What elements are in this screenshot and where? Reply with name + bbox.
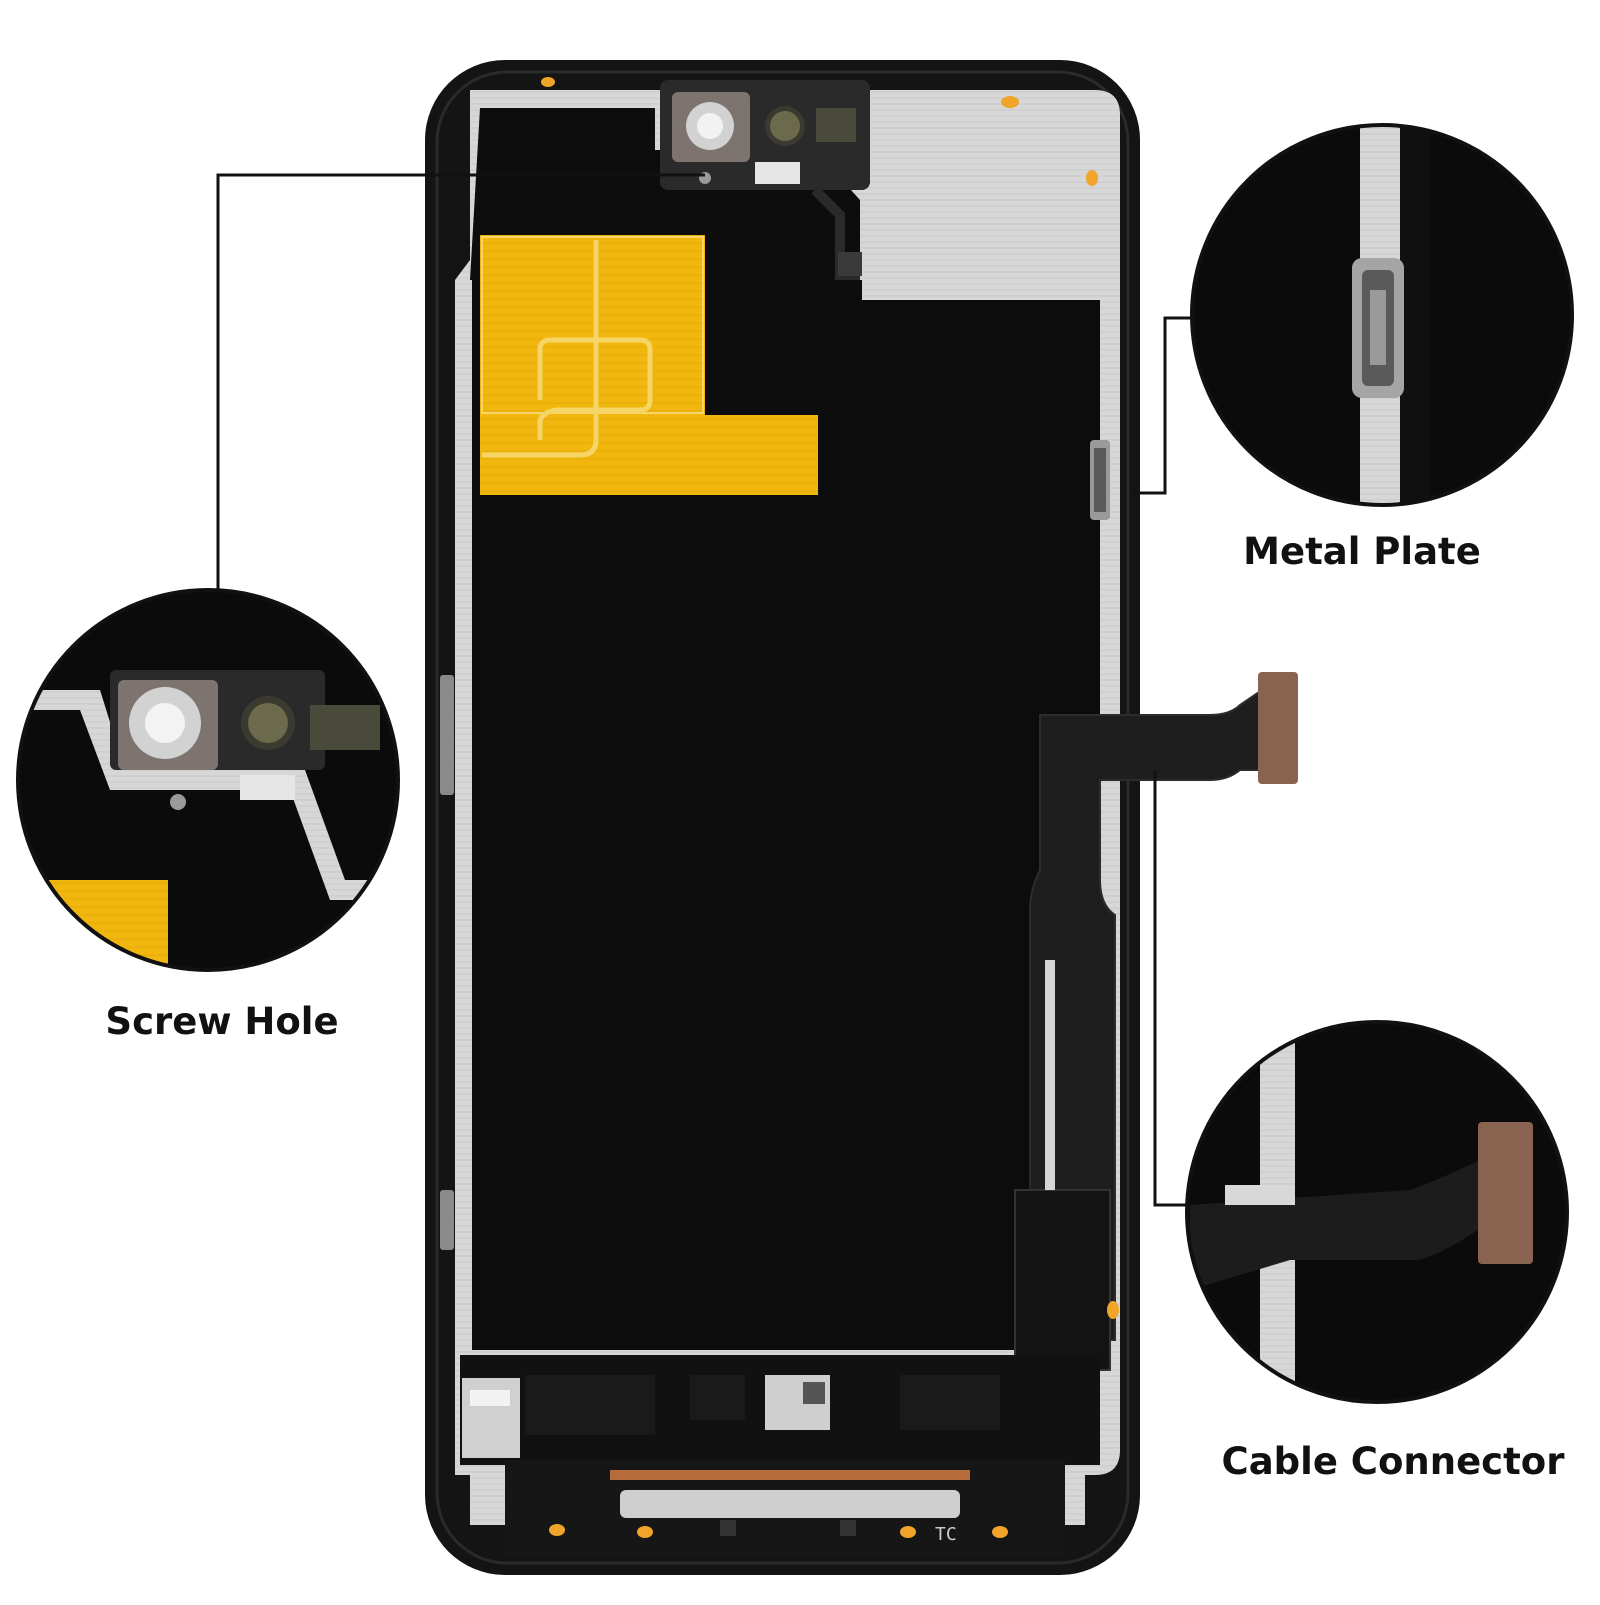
- cable-connector-tip: [1258, 672, 1298, 784]
- display-assembly: TC: [425, 60, 1298, 1575]
- cable-connector-label: Cable Connector: [1221, 1440, 1565, 1483]
- orange-markers: [541, 77, 1119, 1538]
- screw-hole-leader: [216, 173, 705, 590]
- cable-connector-leader: [1153, 770, 1187, 1207]
- metal-plate-zoom: [1190, 123, 1574, 507]
- cable-connector-zoom: [1185, 1020, 1569, 1404]
- camera-bracket: [660, 80, 870, 280]
- board-marking-text: TC: [935, 1524, 957, 1545]
- screw-hole-label: Screw Hole: [105, 1000, 339, 1043]
- metal-plate-leader: [1132, 316, 1192, 495]
- screw-hole-zoom: [16, 588, 400, 972]
- leader-lines: [216, 173, 1192, 1207]
- flex-cable: [1029, 688, 1263, 1341]
- metal-plate-label: Metal Plate: [1243, 530, 1481, 573]
